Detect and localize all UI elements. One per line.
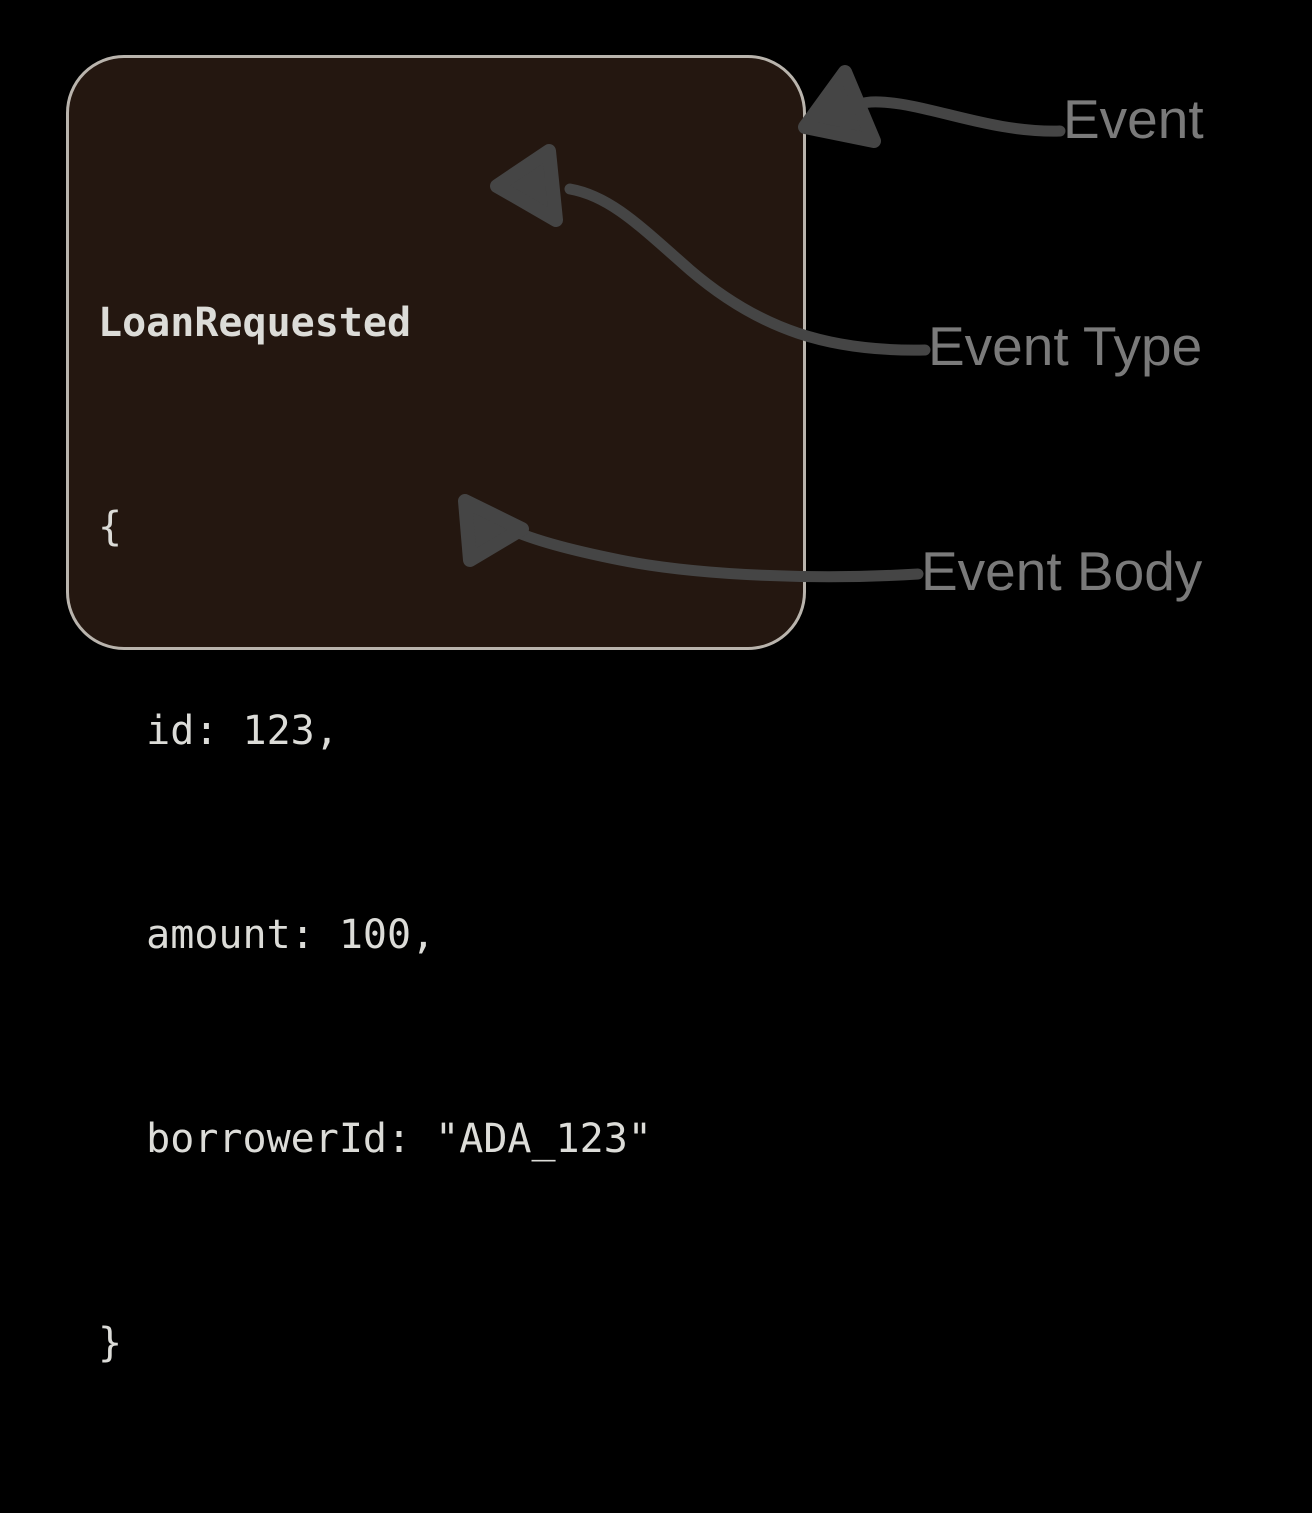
- annotation-label-event: Event: [1063, 88, 1204, 150]
- annotation-label-event-type: Event Type: [928, 315, 1203, 377]
- annotation-label-event-body: Event Body: [921, 540, 1203, 602]
- event-card: LoanRequested { id: 123, amount: 100, bo…: [66, 55, 806, 1366]
- event-code-block: LoanRequested { id: 123, amount: 100, bo…: [98, 153, 652, 1513]
- code-line-close-brace: }: [98, 1320, 123, 1366]
- code-line-borrower-id: borrowerId: "ADA_123": [98, 1116, 652, 1162]
- code-line-amount: amount: 100,: [98, 912, 436, 958]
- diagram-canvas: LoanRequested { id: 123, amount: 100, bo…: [66, 55, 1204, 1366]
- code-line-id: id: 123,: [98, 708, 339, 754]
- arrow-event: [798, 65, 1066, 148]
- code-line-open-brace: {: [98, 504, 123, 550]
- code-line-event-type: LoanRequested: [98, 300, 412, 346]
